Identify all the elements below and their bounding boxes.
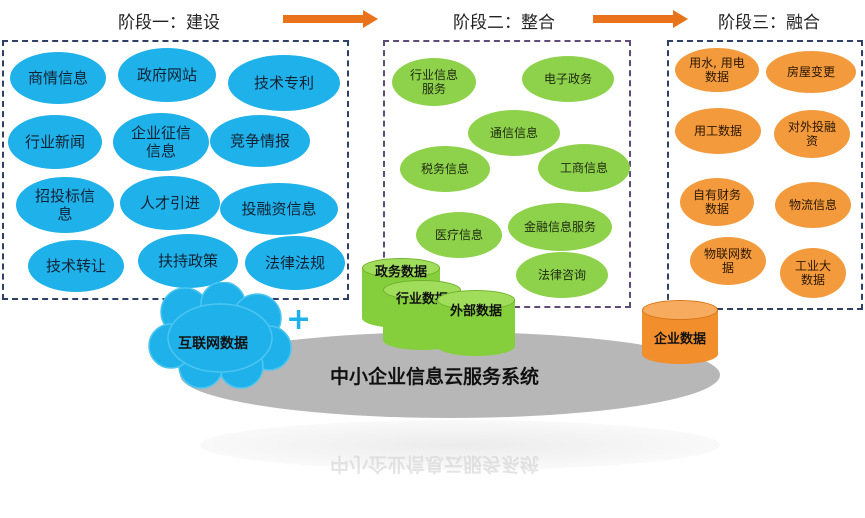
bubble-gov-website: 政府网站 <box>118 48 216 102</box>
stage-1-title: 阶段一：建设 <box>118 13 220 33</box>
bubble-finance-service: 金融信息服务 <box>508 203 612 251</box>
bubble-tech-patent: 技术专利 <box>228 55 340 111</box>
bubble-industry-news: 行业新闻 <box>8 115 102 169</box>
bubble-talent: 人才引进 <box>120 176 220 230</box>
bubble-finance-data: 自有财务数据 <box>680 178 754 226</box>
bubble-industrial-bigdata: 工业大数据 <box>780 248 846 298</box>
plus-icon: + <box>286 302 312 337</box>
bubble-commerce-info: 工商信息 <box>538 144 630 192</box>
bubble-investment-info: 投融资信息 <box>220 183 338 235</box>
bubble-foreign-investment: 对外投融资 <box>774 110 850 158</box>
bubble-housing-change: 房屋变更 <box>766 51 856 93</box>
bubble-iot-data: 物联网数据 <box>690 237 766 285</box>
platform-shadow <box>200 420 720 470</box>
panel-fusion <box>667 40 863 310</box>
cloud-icon <box>148 282 292 389</box>
bubble-bidding-info: 招投标信息 <box>16 177 114 233</box>
cloud-label: 互联网数据 <box>178 336 248 352</box>
db-enterprise-label: 企业数据 <box>653 332 706 347</box>
bubble-credit-info: 企业征信信息 <box>113 113 209 171</box>
bubble-utility-data: 用水, 用电数据 <box>675 48 759 92</box>
stage-2-title: 阶段二：整合 <box>453 13 555 33</box>
bubble-tech-transfer: 技术转让 <box>28 240 124 292</box>
db-enterprise-data: 企业数据 <box>642 300 718 364</box>
platform-label-reflection: 中小企业信息云服务系统 <box>330 453 540 475</box>
bubble-logistics-info: 物流信息 <box>775 182 851 228</box>
bubble-tax-info: 税务信息 <box>400 146 490 192</box>
stage-arrow-1 <box>283 10 378 28</box>
bubble-legal-consult: 法律咨询 <box>516 252 608 298</box>
db-external-data: 外部数据 <box>437 290 515 356</box>
db-external-label: 外部数据 <box>449 304 502 319</box>
bubble-laws: 法律法规 <box>245 236 345 290</box>
bubble-egov: 电子政务 <box>522 56 614 102</box>
bubble-telecom-info: 通信信息 <box>468 110 560 156</box>
bubble-medical-info: 医疗信息 <box>416 212 502 258</box>
bubble-competitive-intel: 竞争情报 <box>210 115 310 167</box>
db-gov-label: 政务数据 <box>374 265 427 280</box>
bubble-support-policy: 扶持政策 <box>138 234 238 288</box>
stage-arrow-2 <box>593 10 688 28</box>
platform-label: 中小企业信息云服务系统 <box>330 366 540 388</box>
bubble-industry-service: 行业信息服务 <box>392 58 476 106</box>
stage-3-title: 阶段三：融合 <box>718 13 820 33</box>
bubble-business-info: 商情信息 <box>10 52 106 104</box>
bubble-employment-data: 用工数据 <box>675 108 761 154</box>
db-industry-label: 行业数据 <box>395 292 448 307</box>
